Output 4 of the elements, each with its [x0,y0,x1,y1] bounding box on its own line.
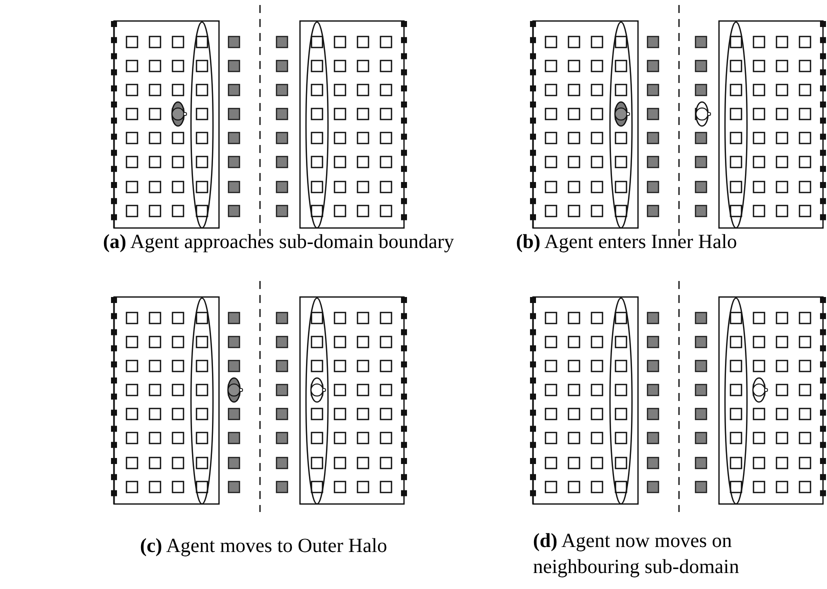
caption: (d) Agent now moves on neighbouring sub-domain [533,529,740,580]
caption: (a) Agent approaches sub-domain boundary [103,230,454,255]
caption: (c) Agent moves to Outer Halo [140,534,388,559]
caption: (b) Agent enters Inner Halo [516,230,738,255]
